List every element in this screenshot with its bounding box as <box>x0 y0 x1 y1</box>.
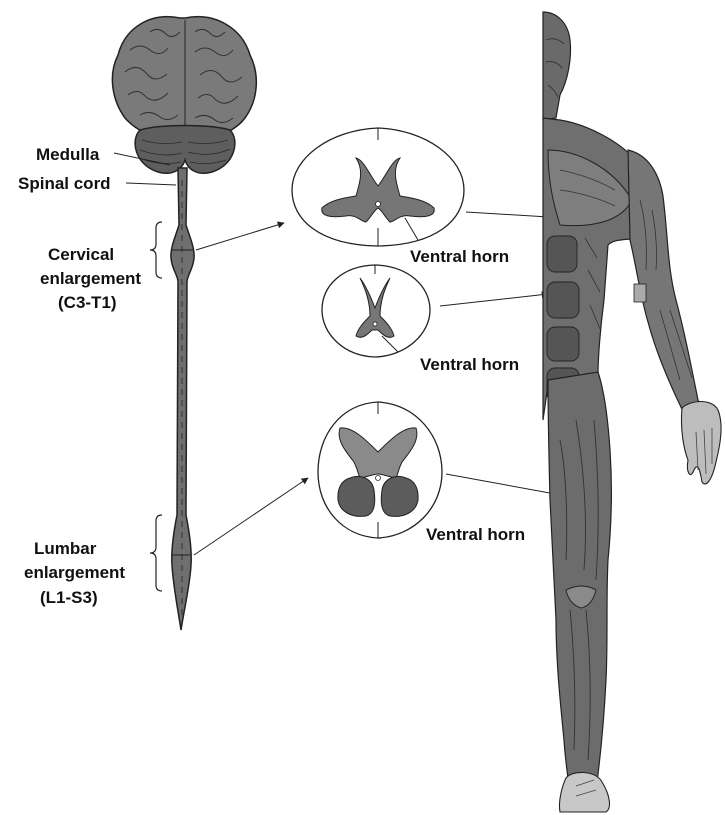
muscle-figure <box>543 12 721 812</box>
cervical-cross-section <box>292 128 464 246</box>
thoracic-cross-section <box>322 265 430 357</box>
cervical-label-line1: Cervical <box>48 245 114 264</box>
lumbar-bracket <box>150 515 162 591</box>
lumbar-label-line2: enlargement <box>24 563 125 582</box>
cervical-label-line2: enlargement <box>40 269 141 288</box>
spinal-cord-label: Spinal cord <box>18 174 111 193</box>
ventral-horn-label-2: Ventral horn <box>420 355 519 374</box>
brain <box>112 17 256 141</box>
cervical-bracket <box>150 222 162 278</box>
ventral-horn-label-1: Ventral horn <box>410 247 509 266</box>
gray-matter-lumbar-ventral-right <box>381 477 418 517</box>
lumbar-label-line3: (L1-S3) <box>40 588 98 607</box>
medulla-label: Medulla <box>36 145 100 164</box>
spinal-cord <box>171 168 194 630</box>
cervical-arrow <box>196 223 284 250</box>
lumbar-cross-section <box>318 402 442 538</box>
spinal-cord-leader <box>126 183 176 185</box>
cervical-label-line3: (C3-T1) <box>58 293 117 312</box>
lumbar-label-line1: Lumbar <box>34 539 97 558</box>
cerebellum <box>135 126 235 174</box>
ventral-horn-label-3: Ventral horn <box>426 525 525 544</box>
arrow-to-trunk <box>440 294 548 306</box>
lumbar-arrow <box>194 478 308 555</box>
gray-matter-lumbar-ventral-left <box>338 477 375 517</box>
